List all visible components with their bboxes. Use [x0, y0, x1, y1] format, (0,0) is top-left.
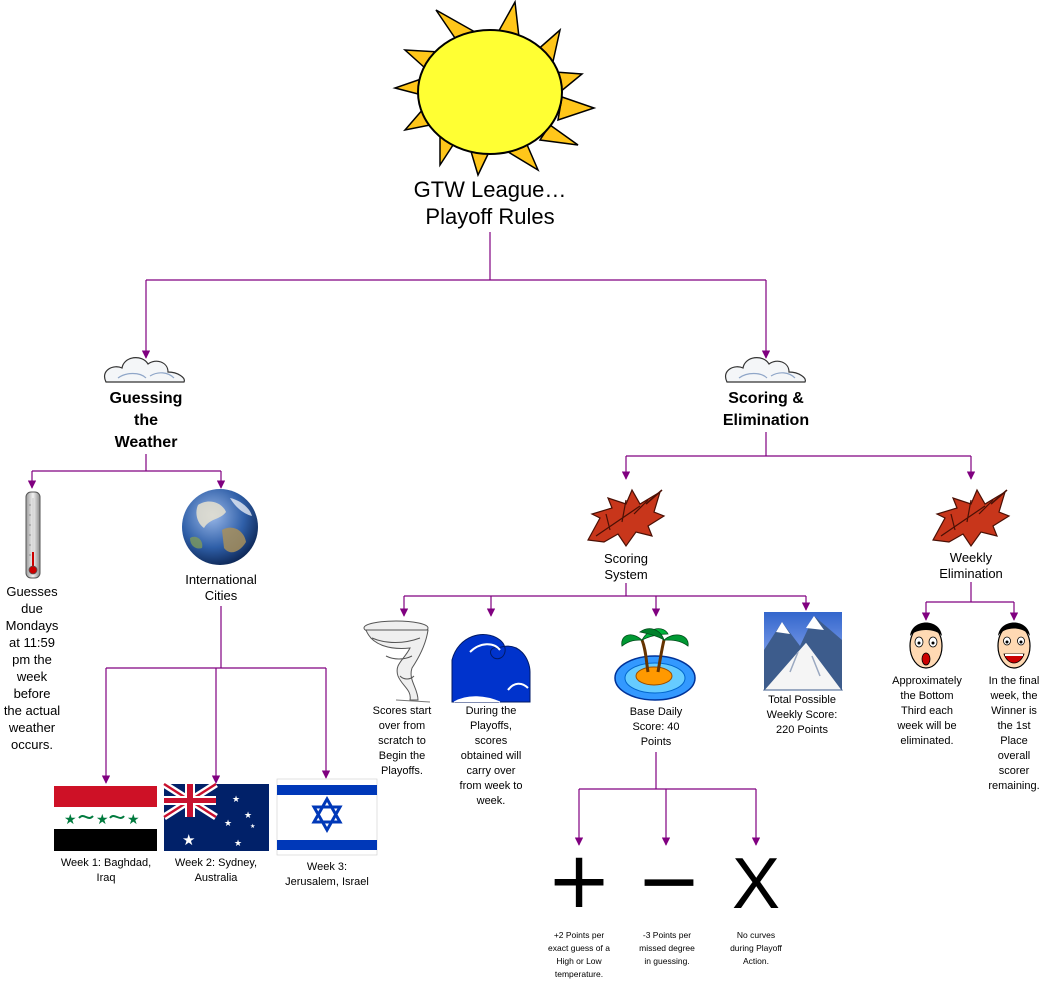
- svg-text:★: ★: [96, 812, 109, 828]
- svg-text:★: ★: [182, 831, 195, 849]
- plus-symbol: +: [546, 836, 612, 926]
- x-symbol: X: [731, 844, 781, 924]
- svg-text:★: ★: [224, 819, 232, 829]
- deadline-text: Guesses due Mondays at 11:59 pm the week…: [3, 584, 61, 752]
- svg-text:★: ★: [232, 795, 240, 805]
- weekly-elimination-label: Weekly Elimination: [939, 550, 1003, 581]
- happy-face-icon: [997, 622, 1031, 669]
- minus-rule-text: -3 Points per missed degree in guessing.: [639, 930, 695, 966]
- x-rule-text: No curves during Playoff Action.: [730, 930, 782, 966]
- plus-rule-text: +2 Points per exact guess of a High or L…: [548, 930, 610, 979]
- winner-text: In the final week, the Winner is the 1st…: [988, 675, 1040, 792]
- svg-text:★: ★: [234, 839, 242, 849]
- total-possible-text: Total Possible Weekly Score: 220 Points: [766, 694, 838, 736]
- guessing-weather-label: Guessing the Weather: [109, 390, 183, 451]
- cloud-icon-guessing: [104, 357, 185, 383]
- international-cities-label: International Cities: [185, 572, 257, 603]
- mountain-icon: [762, 612, 843, 691]
- thermometer-icon: [25, 491, 41, 579]
- australia-flag-icon: ★ ★ ★ ★ ★ ★: [162, 781, 269, 851]
- globe-icon: [182, 489, 258, 565]
- sun-icon: [392, 0, 597, 178]
- scoring-elimination-label: Scoring & Elimination: [722, 390, 810, 429]
- worried-face-icon: [909, 622, 943, 669]
- island-icon: [614, 628, 696, 701]
- iraq-flag-icon: ★ ★ ★: [54, 786, 157, 851]
- scratch-text: Scores start over from scratch to Begin …: [372, 705, 432, 777]
- connectors: [27, 232, 1019, 846]
- base-score-text: Base Daily Score: 40 Points: [629, 706, 683, 748]
- maple-leaf-icon-scoring: [587, 488, 666, 548]
- week3-label: Week 3: Jerusalem, Israel: [285, 861, 369, 888]
- svg-text:★: ★: [244, 811, 252, 821]
- svg-text:★: ★: [127, 812, 140, 828]
- svg-text:★: ★: [64, 812, 77, 828]
- minus-symbol: −: [636, 836, 702, 926]
- svg-text:★: ★: [250, 823, 255, 830]
- carry-over-text: During the Playoffs, scores obtained wil…: [459, 705, 523, 807]
- week2-label: Week 2: Sydney, Australia: [174, 857, 258, 884]
- cloud-icon-scoring: [725, 357, 806, 383]
- scoring-system-label: Scoring System: [603, 551, 649, 582]
- israel-flag-icon: [276, 778, 378, 856]
- bottom-third-text: Approximately the Bottom Third each week…: [892, 675, 962, 747]
- maple-leaf-icon-elimination: [932, 488, 1011, 548]
- page-title: GTW League… Playoff Rules: [413, 177, 567, 229]
- tornado-icon: [363, 620, 431, 703]
- wave-icon: [451, 628, 531, 703]
- week1-label: Week 1: Baghdad, Iraq: [60, 857, 152, 884]
